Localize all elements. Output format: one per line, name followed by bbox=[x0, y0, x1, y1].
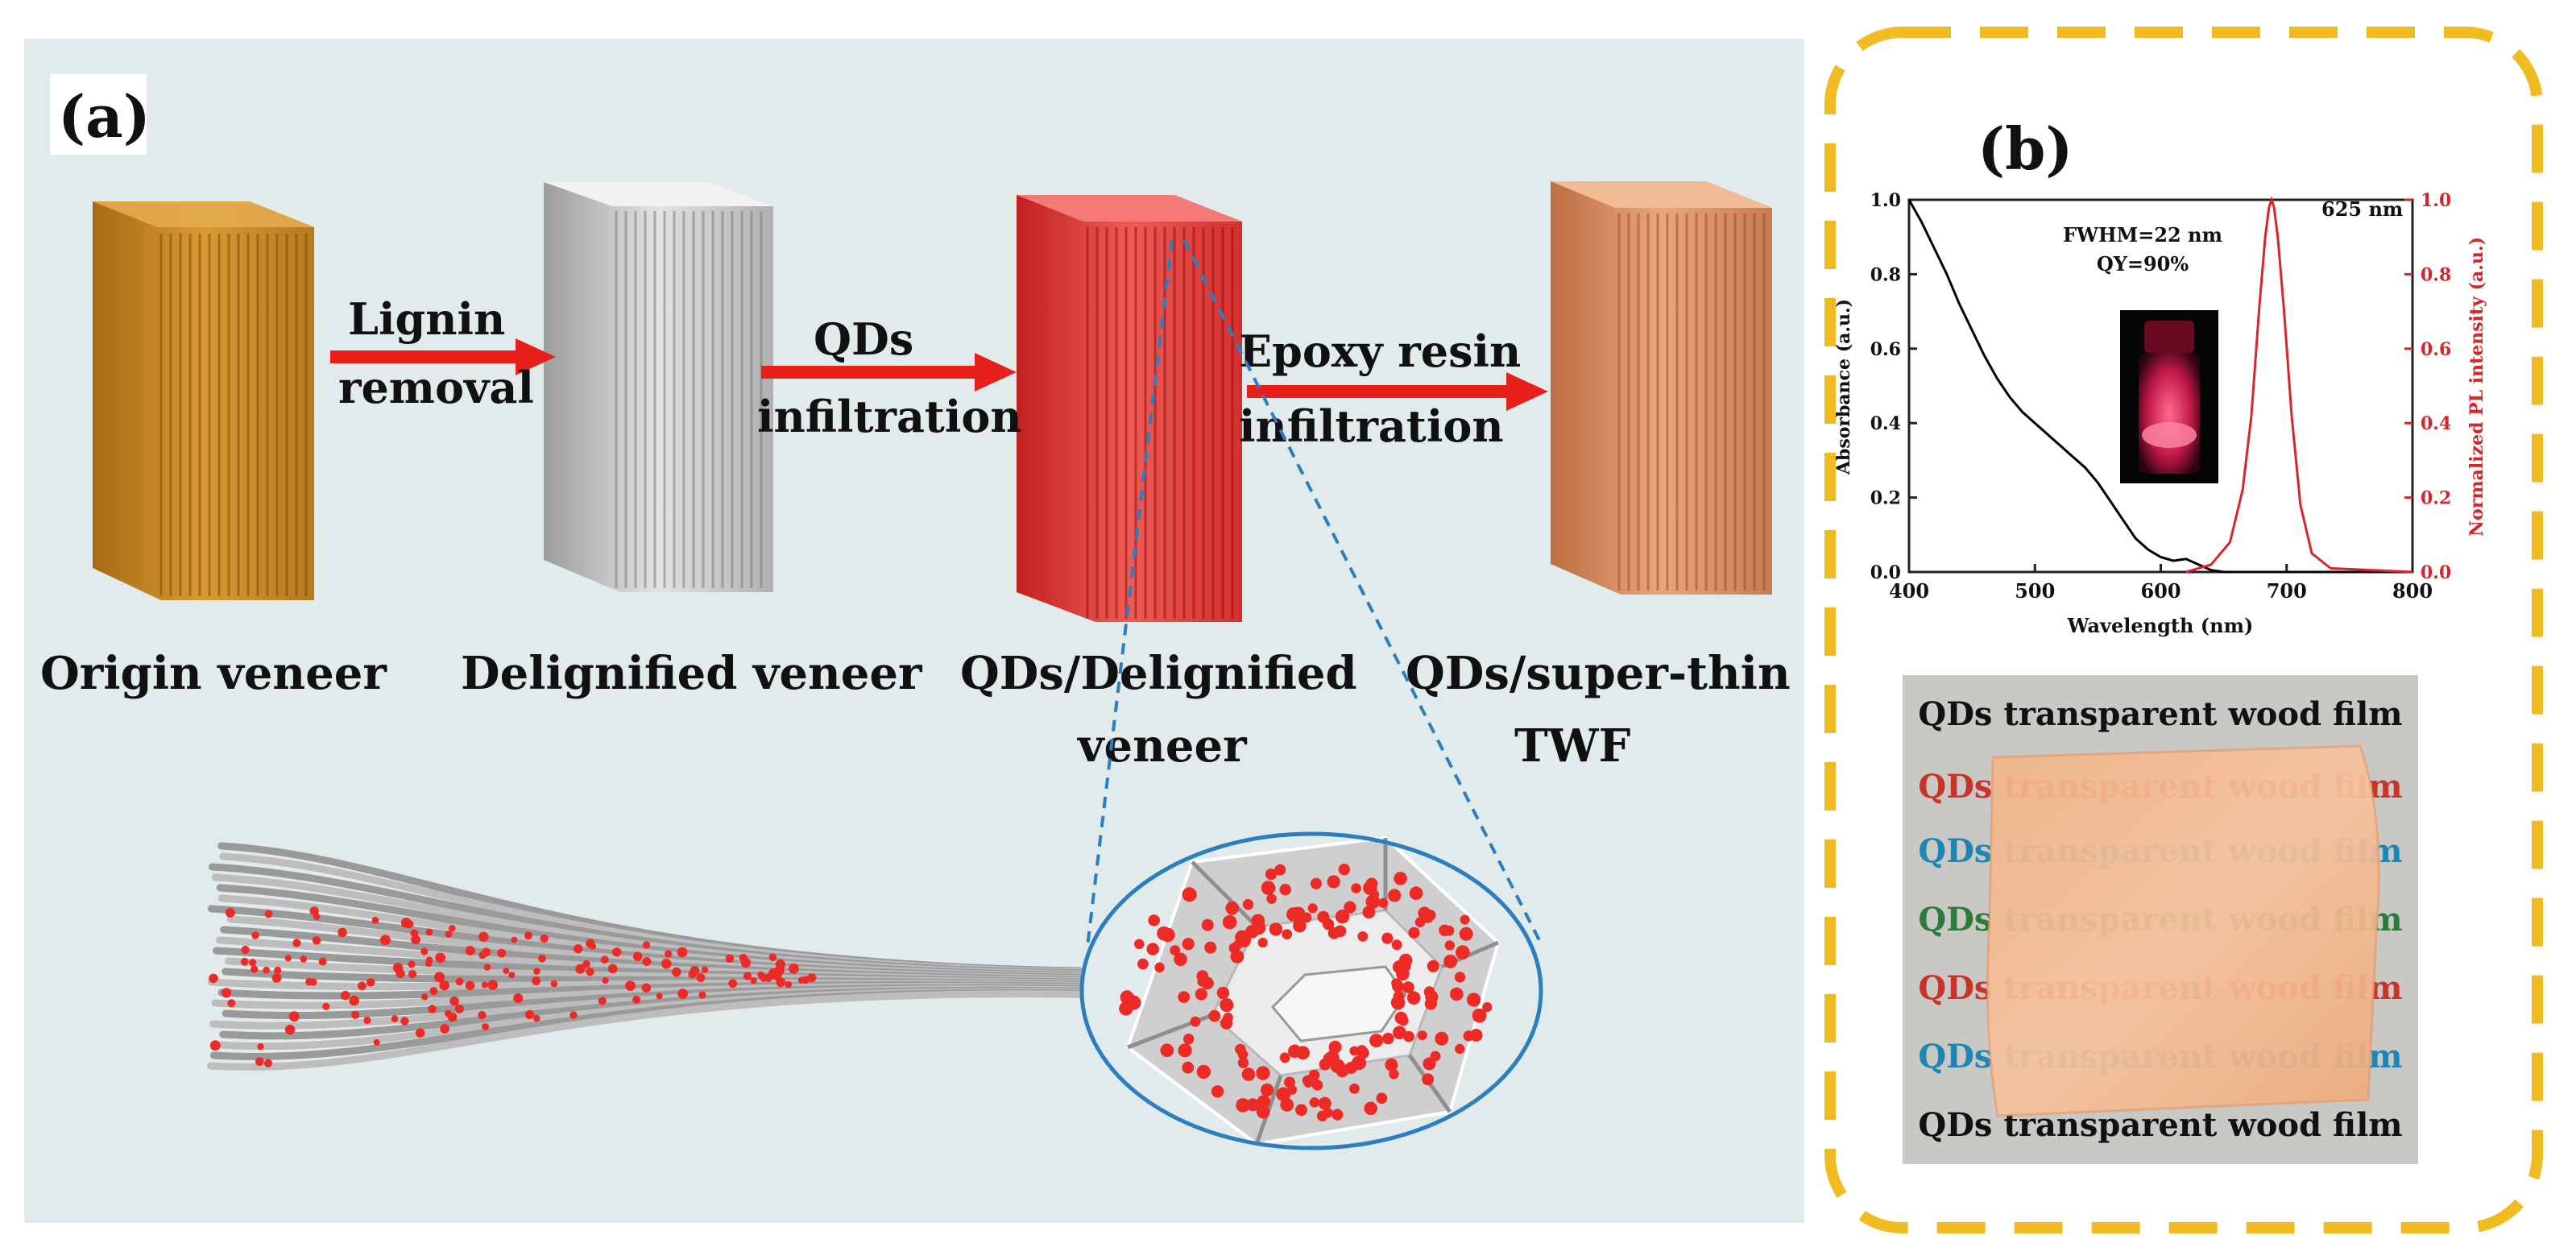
panel-b-dashed-border bbox=[1824, 27, 2543, 1233]
y-axis-left-ticks: 0.0 0.2 0.4 0.6 0.8 1.0 bbox=[1870, 190, 1917, 583]
transparent-wood-film bbox=[1986, 744, 2380, 1117]
y-right-tick-label: 0.8 bbox=[2421, 264, 2451, 285]
x-tick-label: 500 bbox=[2015, 579, 2055, 603]
y-left-tick-label: 0.8 bbox=[1870, 264, 1901, 285]
x-axis-label: Wavelength (nm) bbox=[2067, 614, 2254, 637]
zoom-ellipse bbox=[1079, 831, 1543, 1150]
qds-delignified-veneer-block bbox=[1017, 195, 1242, 622]
y-left-tick-label: 0.6 bbox=[1870, 339, 1901, 360]
y-axis-left-label: Absorbance (a.u.) bbox=[1833, 299, 1854, 475]
y-right-tick-label: 0.6 bbox=[2421, 339, 2451, 360]
panel-a: (a) bbox=[24, 39, 1806, 1223]
fiber-qd-dots bbox=[209, 906, 817, 1067]
panel-a-label-box bbox=[50, 74, 147, 155]
annotation-qy: QY=90% bbox=[2097, 252, 2189, 276]
y-left-tick-label: 0.0 bbox=[1870, 562, 1901, 583]
y-right-tick-label: 0.4 bbox=[2421, 413, 2451, 434]
y-right-tick-label: 0.2 bbox=[2421, 488, 2451, 509]
qds-twf-block bbox=[1551, 181, 1772, 595]
photo-text-line: QDs transparent wood film bbox=[1918, 1106, 2402, 1144]
cell-wall-structure bbox=[1119, 835, 1501, 1146]
arrow-qds-infiltration bbox=[761, 353, 1017, 392]
arrow-lignin-removal bbox=[330, 338, 556, 375]
stage-label-qds-twf: QDs/super-thin TWF bbox=[1406, 647, 1806, 773]
y-axis-right-label: Normalized PL intensity (a.u.) bbox=[2466, 237, 2487, 537]
stage-label-origin-veneer: Origin veneer bbox=[40, 647, 387, 700]
x-tick-label: 700 bbox=[2267, 579, 2307, 603]
origin-veneer-block bbox=[93, 201, 314, 600]
y-axis-right-ticks: 0.0 0.2 0.4 0.6 0.8 1.0 bbox=[2404, 190, 2451, 583]
y-right-tick-label: 1.0 bbox=[2421, 190, 2451, 211]
y-left-tick-label: 0.2 bbox=[1870, 488, 1901, 509]
arrow-epoxy-infiltration bbox=[1247, 372, 1548, 411]
y-right-tick-label: 0.0 bbox=[2421, 562, 2451, 583]
y-left-tick-label: 0.4 bbox=[1870, 413, 1901, 434]
panel-b-label: (b) bbox=[1978, 114, 2073, 183]
arrow-label-lignin-removal: Lignin removal bbox=[338, 293, 534, 413]
stage-label-delignified-veneer: Delignified veneer bbox=[461, 647, 923, 700]
zoom-line-right bbox=[1182, 239, 1544, 947]
arrow-label-epoxy-infiltration: Epoxy resin infiltration bbox=[1239, 325, 1536, 452]
y-left-tick-label: 1.0 bbox=[1870, 190, 1901, 211]
photo-text-line: QDs transparent wood film bbox=[1918, 695, 2402, 733]
annotation-peak: 625 nm bbox=[2321, 197, 2403, 221]
x-tick-label: 800 bbox=[2392, 579, 2433, 603]
delignified-veneer-block bbox=[544, 182, 773, 592]
stage-label-qds-delignified-veneer: QDs/Delignified veneer bbox=[960, 647, 1373, 773]
zoom-line-left bbox=[1086, 239, 1174, 947]
pl-curve bbox=[2185, 196, 2413, 574]
panel-a-label: (a) bbox=[58, 82, 151, 151]
x-tick-label: 600 bbox=[2140, 579, 2180, 603]
arrow-label-qds-infiltration: QDs infiltration bbox=[757, 313, 1022, 442]
pl-vial-photo bbox=[2120, 310, 2218, 483]
panel-b: (b) 400 500 600 700 800 0.0 0.2 0.4 0.6 0.8 1.0 0… bbox=[1824, 27, 2543, 1233]
x-axis-ticks: 400 500 600 700 800 bbox=[1889, 564, 2433, 603]
annotation-fwhm: FWHM=22 nm bbox=[2063, 223, 2222, 247]
x-tick-label: 400 bbox=[1889, 579, 1929, 603]
absorbance-curve bbox=[1907, 199, 2412, 574]
